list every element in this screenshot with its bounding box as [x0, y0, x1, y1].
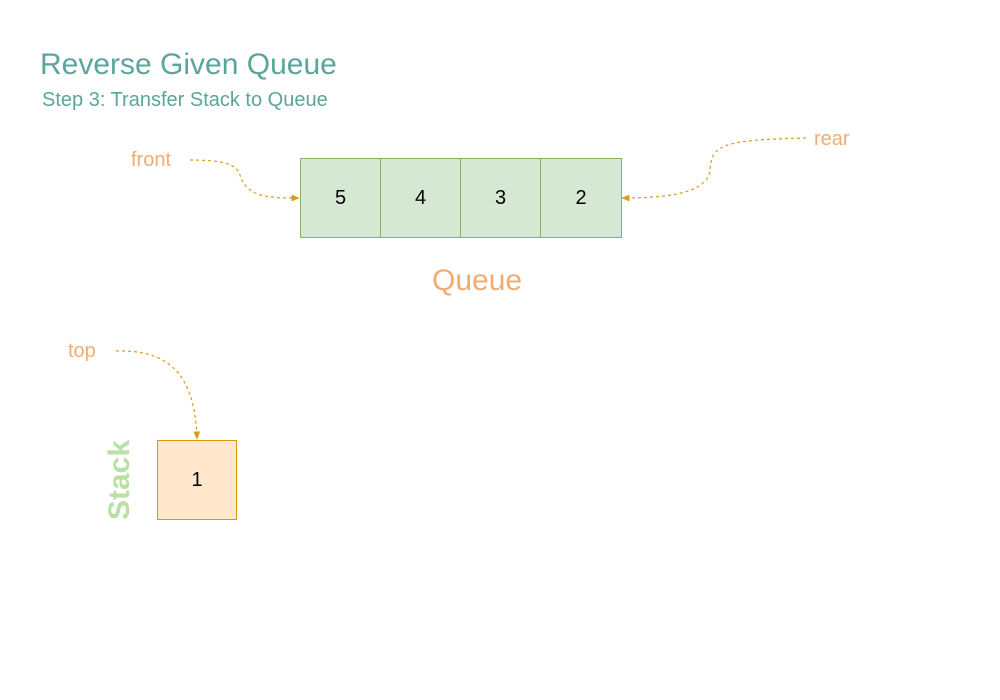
rear-pointer-arrow: [621, 137, 807, 202]
queue-cell: 4: [381, 159, 461, 237]
queue-cell: 3: [461, 159, 541, 237]
stack-cell: 1: [157, 440, 237, 520]
queue-container: 5 4 3 2: [300, 158, 622, 238]
top-pointer-arrow: [115, 350, 201, 440]
front-pointer-label: front: [131, 149, 172, 171]
queue-cell: 5: [301, 159, 381, 237]
diagram-title: Reverse Given Queue: [40, 48, 337, 81]
rear-pointer-label: rear: [814, 128, 850, 150]
front-pointer-arrow: [189, 159, 300, 202]
queue-label: Queue: [432, 264, 523, 297]
queue-cell: 2: [575, 186, 587, 209]
diagram-subtitle: Step 3: Transfer Stack to Queue: [42, 89, 328, 111]
top-pointer-label: top: [68, 340, 96, 362]
